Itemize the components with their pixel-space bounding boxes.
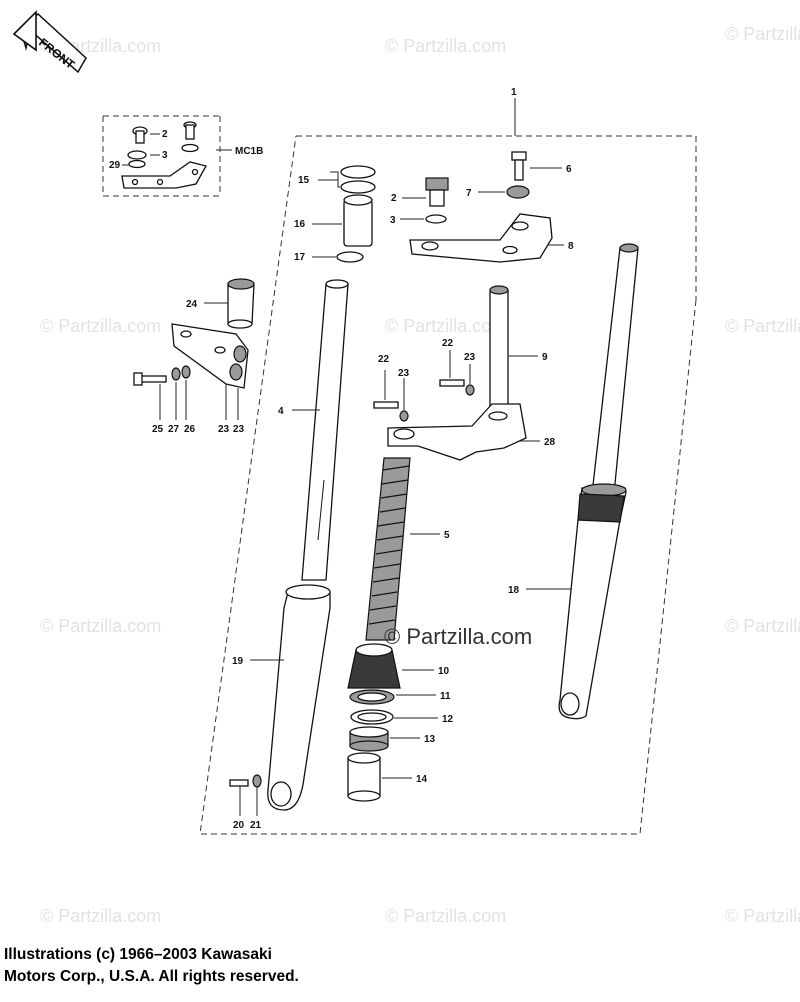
bracket-24 bbox=[171, 323, 249, 389]
callout-23a: 23 bbox=[398, 368, 410, 379]
callout-4: 4 bbox=[278, 406, 284, 417]
washer-7 bbox=[506, 185, 530, 199]
washer-28 bbox=[181, 365, 191, 379]
o-ring-15 bbox=[340, 165, 376, 179]
cap-bolt-2 bbox=[425, 177, 449, 191]
washer-23 bbox=[399, 410, 409, 422]
watermark: © Partzilla.com bbox=[725, 24, 800, 44]
callout-25: 23 bbox=[233, 424, 245, 435]
callout-21: 21 bbox=[250, 820, 262, 831]
assembly-frame bbox=[199, 135, 697, 835]
callout-18: 18 bbox=[508, 585, 520, 596]
watermark: © Partzilla.com bbox=[725, 316, 800, 336]
callout-15: 15 bbox=[298, 175, 310, 186]
bolt-20 bbox=[229, 779, 249, 787]
washer-3 bbox=[425, 214, 447, 224]
assembly-frame bbox=[296, 135, 697, 216]
callout-16: 16 bbox=[294, 219, 306, 230]
bolt-6 bbox=[511, 151, 527, 161]
callout-22b: 22 bbox=[442, 338, 454, 349]
bolt-22 bbox=[439, 379, 465, 387]
callout-27: 25 bbox=[152, 424, 164, 435]
callout-17: 17 bbox=[294, 252, 306, 263]
callout-7: 7 bbox=[466, 188, 472, 199]
copyright-line-2: Motors Corp., U.S.A. All rights reserved… bbox=[4, 968, 299, 985]
callout-2: 2 bbox=[391, 193, 397, 204]
sleeve-14 bbox=[347, 757, 381, 797]
inset-label: MC1B bbox=[235, 146, 263, 157]
bolt-22 bbox=[373, 401, 399, 409]
watermark: © Partzilla.com bbox=[385, 36, 506, 56]
bolt-27 bbox=[139, 375, 167, 383]
watermark: © Partzilla.com bbox=[385, 316, 506, 336]
callout-29: 27 bbox=[168, 424, 180, 435]
outer-tube-19 bbox=[267, 591, 331, 811]
o-ring-15 bbox=[340, 180, 376, 194]
callout-11: 11 bbox=[440, 691, 451, 702]
copyright-notice: Illustrations (c) 1966–2003 Kawasaki Mot… bbox=[4, 944, 424, 988]
callout-14: 14 bbox=[416, 774, 428, 785]
callout-3: 3 bbox=[390, 215, 396, 226]
callout-10: 10 bbox=[438, 666, 450, 677]
callout-13: 13 bbox=[424, 734, 436, 745]
copyright-line-1: Illustrations (c) 1966–2003 Kawasaki bbox=[4, 946, 272, 963]
washer-21 bbox=[252, 774, 262, 788]
callout-23b: 23 bbox=[464, 352, 476, 363]
callout-9: 9 bbox=[542, 352, 548, 363]
callout-22a: 22 bbox=[378, 354, 390, 365]
inner-tube-4 bbox=[301, 283, 349, 581]
watermark: © Partzilla.com bbox=[40, 616, 161, 636]
callout-6: 6 bbox=[566, 164, 572, 175]
washer-29 bbox=[171, 367, 181, 381]
watermark: © Partzilla.com bbox=[725, 906, 800, 926]
callout-19: 19 bbox=[232, 656, 244, 667]
watermark-layer: © Partzilla.com © Partzilla.com © Partzi… bbox=[40, 24, 800, 926]
callout-8: 8 bbox=[568, 241, 574, 252]
outer-tube-18 bbox=[558, 487, 627, 720]
callout-1: 1 bbox=[511, 87, 517, 98]
callout-28: 26 bbox=[184, 424, 196, 435]
watermark-center: © Partzilla.com bbox=[384, 624, 532, 649]
watermark: © Partzilla.com bbox=[40, 316, 161, 336]
callout-20: 20 bbox=[233, 820, 245, 831]
o-ring-17 bbox=[336, 251, 364, 263]
callout-inset-3: 3 bbox=[162, 150, 168, 161]
spring-5 bbox=[365, 457, 411, 641]
bushing-26 bbox=[227, 283, 255, 325]
callout-5: 5 bbox=[444, 530, 450, 541]
callout-26: 24 bbox=[186, 299, 198, 310]
inset-box: MC1B 2 3 29 bbox=[102, 115, 263, 197]
callout-inset-2: 2 bbox=[162, 129, 168, 140]
callout-12: 12 bbox=[442, 714, 454, 725]
callout-30: 28 bbox=[544, 437, 556, 448]
washer-23 bbox=[465, 384, 475, 396]
watermark: © Partzilla.com bbox=[385, 906, 506, 926]
callout-31: 29 bbox=[109, 160, 121, 171]
watermark: © Partzilla.com bbox=[40, 906, 161, 926]
watermark: © Partzilla.com bbox=[725, 616, 800, 636]
guide-tube-16 bbox=[343, 199, 373, 247]
callout-24: 23 bbox=[218, 424, 230, 435]
inner-tube-right bbox=[591, 247, 639, 495]
